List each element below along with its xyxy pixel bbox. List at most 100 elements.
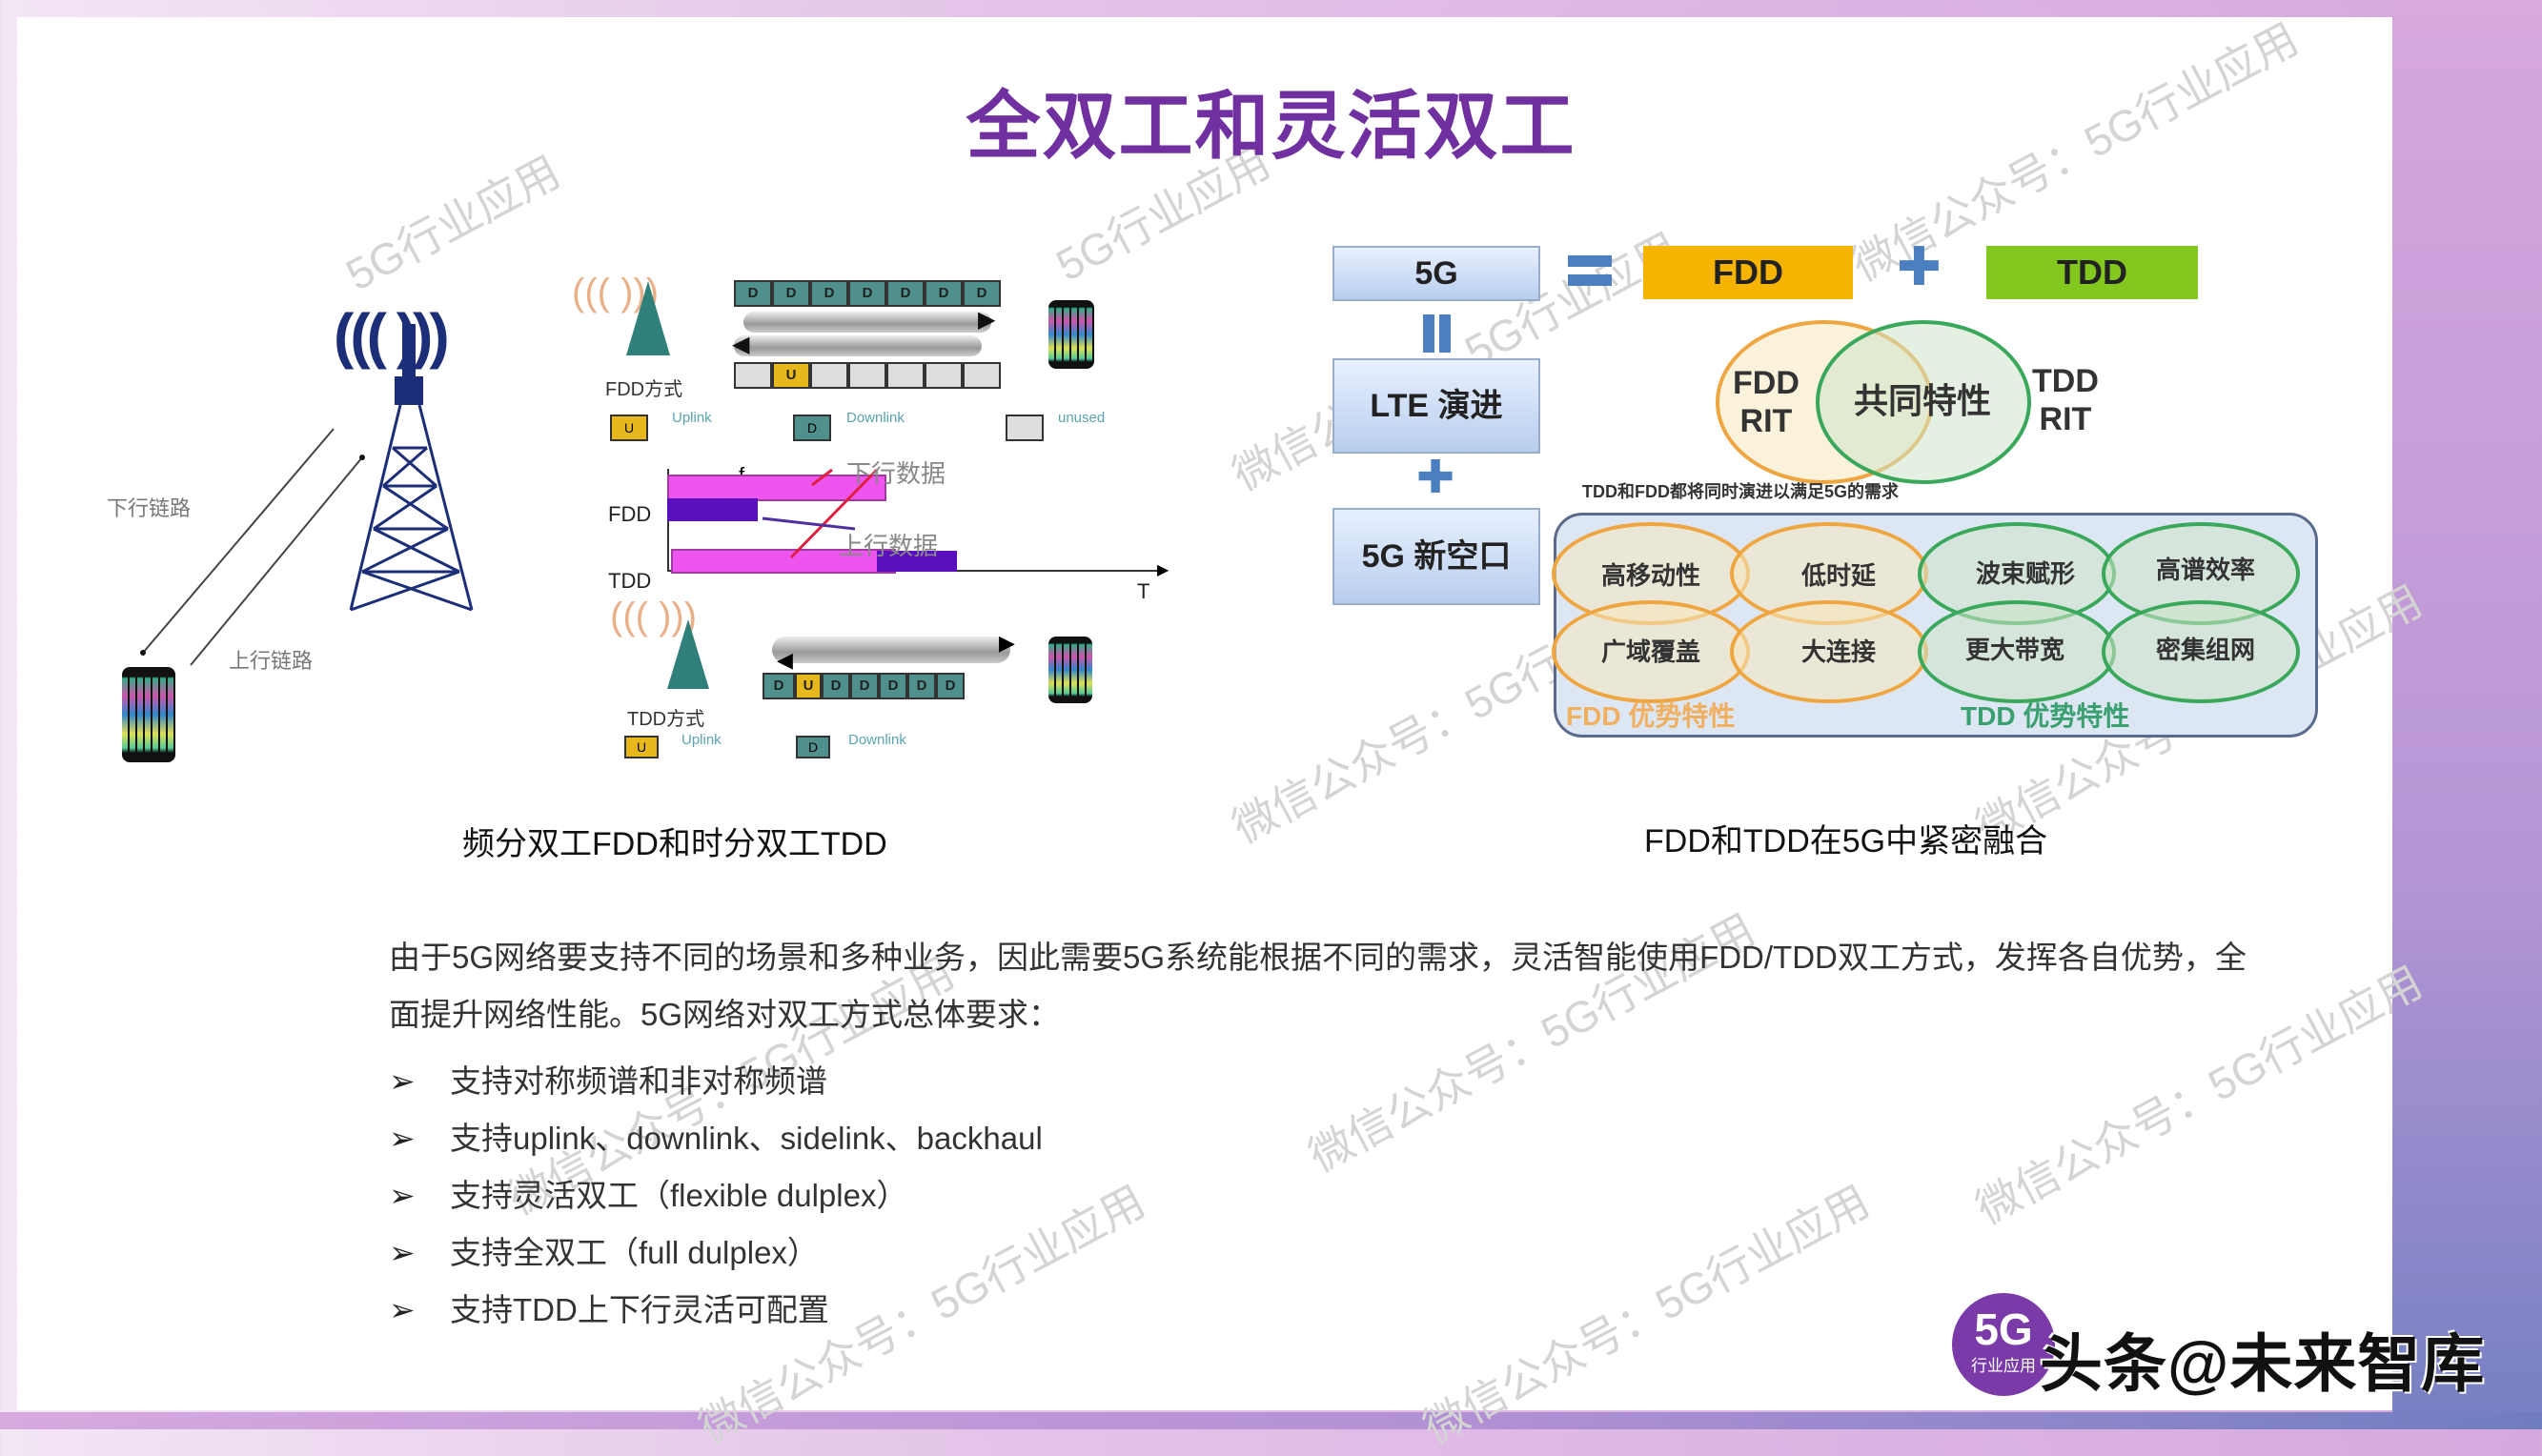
slot: D [886, 280, 925, 307]
parallel-icon [1439, 314, 1451, 353]
axis-arrow-icon: ▶ [1157, 562, 1169, 578]
fdd-feature: 低时延 [1801, 562, 1877, 591]
tdd-feature: 更大带宽 [1965, 637, 2065, 665]
legend-uplink-label: Uplink [672, 410, 712, 426]
evolution-note: TDD和FDD都将同时演进以满足5G的需求 [1582, 482, 1899, 501]
phone-icon [122, 667, 175, 762]
venn-fdd-line1: FDD [1733, 365, 1800, 401]
phone-icon [1048, 300, 1094, 369]
legend-uplink-swatch: U [610, 415, 648, 441]
legend-unused-label: unused [1058, 410, 1106, 426]
right-figure-caption: FDD和TDD在5G中紧密融合 [1644, 823, 2048, 859]
fdd-axis-label: FDD [608, 502, 652, 526]
5g-logo: 5G 行业应用 [1952, 1293, 2055, 1396]
parallel-icon [1423, 314, 1434, 353]
downlink-data-label: 下行数据 [846, 460, 946, 489]
bullet-item: ➢ 支持对称频谱和非对称频谱 [389, 1056, 827, 1102]
uplink-label: 上行链路 [229, 650, 314, 674]
slot [886, 362, 925, 389]
fdd-mode-label: FDD方式 [605, 379, 683, 400]
tdd-uplink-bar [877, 551, 957, 572]
bullet-text: 支持uplink、downlink、sidelink、backhaul [450, 1121, 1043, 1156]
legend-uplink-label: Uplink [681, 732, 722, 748]
slot: D [772, 280, 810, 307]
arrow-bullet-icon: ➢ [389, 1063, 416, 1099]
fdd-feature: 高移动性 [1601, 562, 1701, 591]
feature-ellipse [2102, 600, 2300, 703]
plus-icon: ✚ [1897, 236, 1942, 296]
uplink-data-label: 上行数据 [839, 533, 939, 561]
small-tower-icon [626, 281, 670, 355]
logo-main-text: 5G [1974, 1304, 2033, 1354]
fdd-uplink-slots: U [734, 362, 1001, 389]
venn-tdd-rit-label: TDD RIT [2032, 362, 2099, 438]
tdd-feature: 波束赋形 [1976, 560, 2076, 589]
cell-tower-icon [349, 324, 474, 612]
slot [925, 362, 963, 389]
slot: U [772, 362, 810, 389]
arrow-bullet-icon: ➢ [389, 1178, 416, 1213]
tdd-shared-pipe [772, 637, 1010, 663]
slot: D [763, 673, 795, 699]
feature-ellipse [1730, 600, 1928, 703]
slot: D [936, 673, 965, 699]
slot: U [795, 673, 822, 699]
tdd-box: TDD [1986, 246, 2198, 299]
slot: D [810, 280, 848, 307]
bullet-text: 支持对称频谱和非对称频谱 [450, 1063, 827, 1099]
box-5g-nr: 5G 新空口 [1332, 508, 1540, 605]
bullet-text: 支持全双工（full dulplex） [450, 1235, 819, 1270]
slot: D [879, 673, 907, 699]
t-axis-label: T [1137, 579, 1150, 603]
signal-waves-icon: ((( ))) [334, 301, 450, 370]
plus-icon: ✚ [1416, 453, 1455, 503]
slot [963, 362, 1001, 389]
legend-downlink-label: Downlink [848, 732, 906, 748]
arrow-left-icon: ◀ [777, 648, 793, 672]
bullet-item: ➢ 支持灵活双工（flexible dulplex） [389, 1170, 907, 1216]
arrow-right-icon: ▶ [999, 631, 1015, 655]
intro-paragraph: 由于5G网络要支持不同的场景和多种业务，因此需要5G系统能根据不同的需求，灵活智… [389, 929, 2247, 1043]
slot: D [734, 280, 772, 307]
slot: D [907, 673, 936, 699]
tdd-feature: 高谱效率 [2156, 556, 2256, 585]
slot: D [925, 280, 963, 307]
slot [734, 362, 772, 389]
bullet-item: ➢支持uplink、downlink、sidelink、backhaul [389, 1113, 1043, 1159]
slot [848, 362, 886, 389]
slot [810, 362, 848, 389]
uplink-pipe [734, 335, 982, 356]
right-decor-bar [2392, 0, 2542, 1429]
paragraph-line: 面提升网络性能。5G网络对双工方式总体要求： [389, 997, 1061, 1032]
paragraph-line: 由于5G网络要支持不同的场景和多种业务，因此需要5G系统能根据不同的需求，灵活智… [389, 940, 2247, 975]
tdd-slots: D U D D D D D [763, 673, 965, 699]
legend-unused-swatch [1006, 415, 1044, 441]
arrow-bullet-icon: ➢ [389, 1292, 416, 1327]
logo-sub-text: 行业应用 [1971, 1357, 2036, 1375]
feature-ellipse [1552, 600, 1750, 703]
arrow-bullet-icon: ➢ [389, 1235, 416, 1270]
fdd-box: FDD [1643, 246, 1853, 299]
arrow-left-icon: ◀ [732, 332, 750, 357]
fdd-feature: 广域覆盖 [1601, 638, 1701, 667]
legend-downlink-label: Downlink [846, 410, 905, 426]
annotation-arrows [762, 468, 879, 559]
bullet-item: ➢ 支持全双工（full dulplex） [389, 1227, 819, 1273]
phone-icon [1048, 637, 1092, 703]
arrow-right-icon: ▶ [978, 307, 996, 333]
tdd-advantage-label: TDD 优势特性 [1961, 701, 2130, 731]
left-figure-caption: 频分双工FDD和时分双工TDD [462, 826, 887, 862]
venn-fdd-rit-label: FDD RIT [1733, 364, 1800, 440]
venn-common-label: 共同特性 [1854, 381, 1992, 421]
venn-tdd-line1: TDD [2032, 363, 2099, 399]
slot: D [822, 673, 850, 699]
bullet-text: 支持TDD上下行灵活可配置 [450, 1292, 829, 1327]
legend-downlink-swatch: D [793, 415, 831, 441]
slide-title: 全双工和灵活双工 [966, 84, 1576, 168]
slot: D [963, 280, 1001, 307]
bullet-text: 支持灵活双工（flexible dulplex） [450, 1178, 908, 1213]
legend-downlink-swatch: D [796, 736, 830, 758]
equals-icon [1568, 274, 1612, 286]
fdd-feature: 大连接 [1801, 638, 1877, 667]
downlink-label: 下行链路 [107, 497, 192, 521]
